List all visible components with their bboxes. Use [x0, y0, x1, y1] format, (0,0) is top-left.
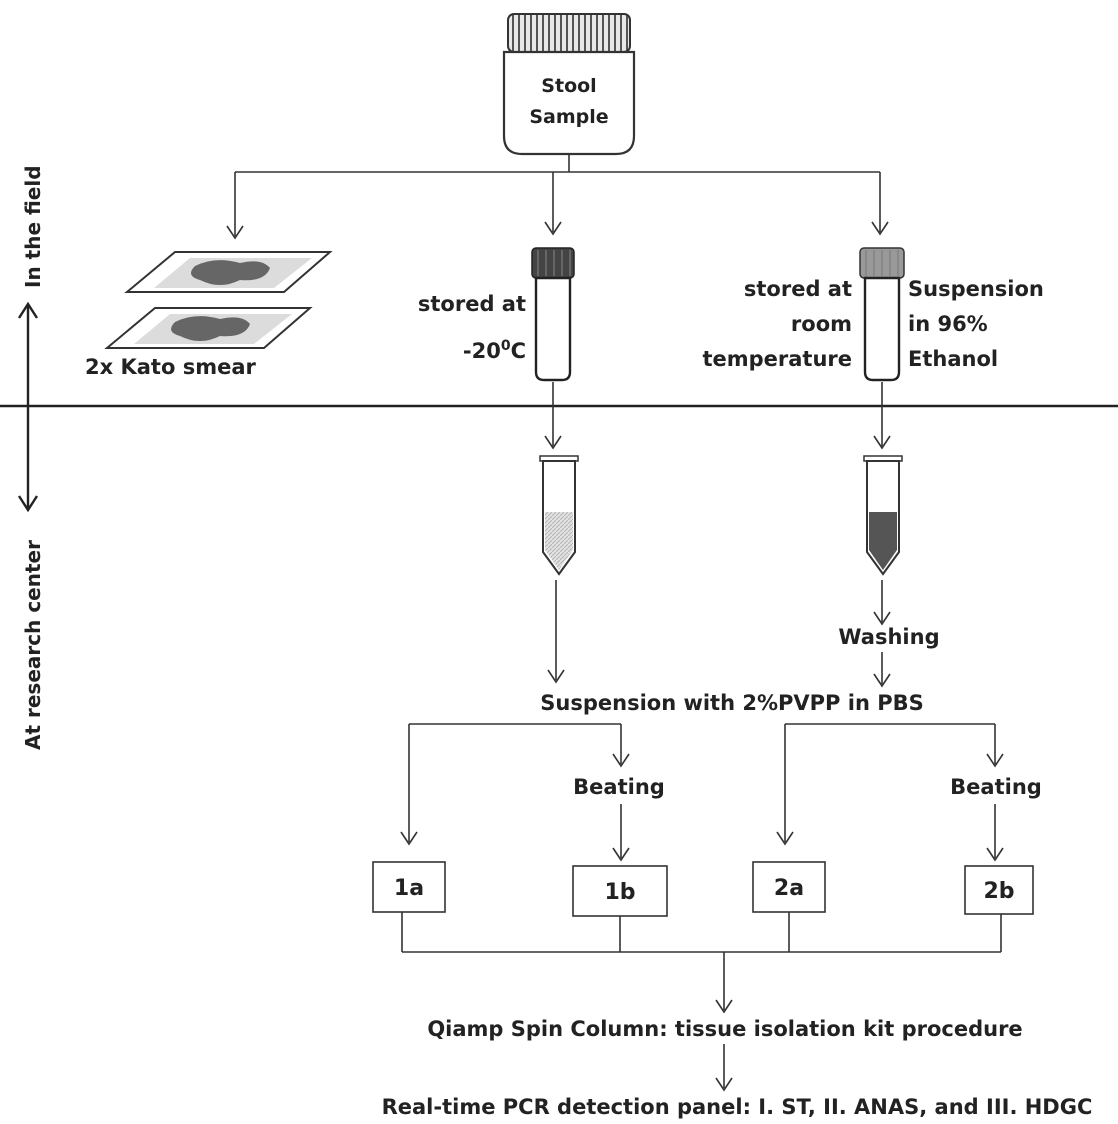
ethanol-right-line1: Suspension: [908, 277, 1044, 301]
ethanol-left-line1: stored at: [744, 277, 852, 301]
box-2b: 2b: [964, 865, 1034, 915]
beating-right-label: Beating: [950, 775, 1042, 799]
centrifuge-tube-right: [863, 455, 903, 576]
centrifuge-tube-left: [539, 455, 579, 576]
kato-label: 2x Kato smear: [85, 355, 256, 379]
pcr-label: Real-time PCR detection panel: I. ST, II…: [382, 1095, 1093, 1119]
qiamp-label: Qiamp Spin Column: tissue isolation kit …: [427, 1017, 1022, 1041]
jar-label-line1: Stool: [541, 75, 596, 97]
side-double-arrow: [17, 301, 39, 513]
kato-smear-slides: 2x Kato smear: [85, 251, 333, 379]
box-1a: 1a: [372, 861, 446, 913]
bottom-merge-connector: [401, 912, 1002, 1092]
top-connector: [226, 154, 889, 240]
side-label-center: At research center: [21, 540, 45, 750]
washing-arrows: [873, 580, 891, 688]
box-2a: 2a: [752, 861, 826, 913]
ethanol-right-line2: in 96%: [908, 312, 988, 336]
ethanol-sample-tube: stored at room temperature Suspension in…: [702, 247, 1044, 382]
stool-sample-jar: Stool Sample: [502, 13, 636, 156]
box-2a-label: 2a: [774, 876, 804, 901]
box-1b-label: 1b: [604, 880, 635, 905]
ethanol-right-line3: Ethanol: [908, 347, 998, 371]
right-branch-connector: [776, 723, 1004, 862]
jar-label-line2: Sample: [529, 106, 608, 128]
ethanol-left-line3: temperature: [702, 347, 852, 371]
tube-to-centrifuge-arrows: [544, 382, 891, 450]
box-1a-label: 1a: [394, 876, 424, 901]
left-to-suspension-arrow: [547, 580, 565, 684]
left-branch-connector: [400, 723, 630, 862]
washing-label: Washing: [838, 625, 939, 649]
beating-left-label: Beating: [573, 775, 665, 799]
frozen-sample-tube: stored at -200C: [418, 247, 575, 382]
suspension-label: Suspension with 2%PVPP in PBS: [540, 691, 923, 715]
frozen-label-line2: -200C: [463, 338, 526, 363]
side-label-field: In the field: [21, 165, 45, 288]
ethanol-left-line2: room: [791, 312, 852, 336]
box-1b: 1b: [572, 865, 668, 917]
box-2b-label: 2b: [983, 879, 1014, 904]
frozen-label-line1: stored at: [418, 292, 526, 316]
